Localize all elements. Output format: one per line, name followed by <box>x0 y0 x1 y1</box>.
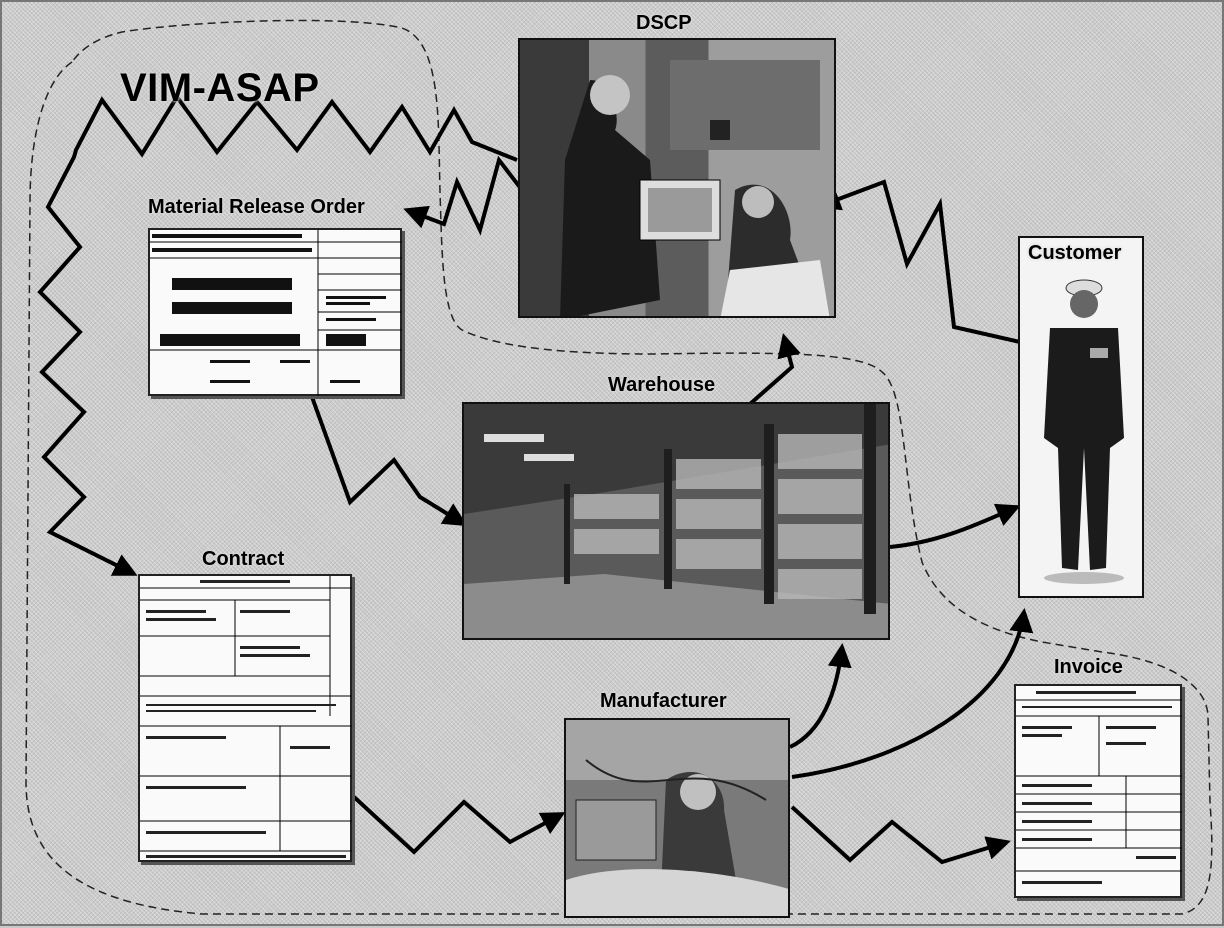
manufacturer-photo <box>564 718 790 918</box>
invoice-document <box>1014 684 1182 898</box>
diagram-title: VIM-ASAP <box>120 66 320 110</box>
dscp-photo <box>518 38 836 318</box>
warehouse-photo <box>462 402 890 640</box>
connector-manufacturer-to-invoice <box>790 805 1011 865</box>
connector-warehouse-to-customer <box>889 503 1021 549</box>
dscp-label: DSCP <box>636 12 692 34</box>
customer-label: Customer <box>1028 242 1122 264</box>
manufacturer-label: Manufacturer <box>600 690 727 712</box>
connector-customer-to-dscp <box>816 179 1043 349</box>
warehouse-label: Warehouse <box>608 374 716 396</box>
connector-warehouse-to-dscp <box>748 333 801 406</box>
connector-mro-to-warehouse <box>310 396 468 527</box>
connector-manufacturer-to-customer <box>791 608 1034 779</box>
contract-document <box>138 574 352 862</box>
connector-dscp-to-mro <box>403 155 524 236</box>
connector-dscp-to-contract <box>37 93 518 576</box>
mro-label: Material Release Order <box>148 196 365 218</box>
customer-panel: Customer <box>1018 236 1144 598</box>
invoice-label: Invoice <box>1054 656 1123 678</box>
system-boundary <box>25 19 1213 915</box>
contract-label: Contract <box>202 548 285 570</box>
connector-contract-to-manufacturer <box>352 795 566 855</box>
connector-manufacturer-to-warehouse <box>789 643 852 749</box>
material-release-order-document <box>148 228 402 396</box>
